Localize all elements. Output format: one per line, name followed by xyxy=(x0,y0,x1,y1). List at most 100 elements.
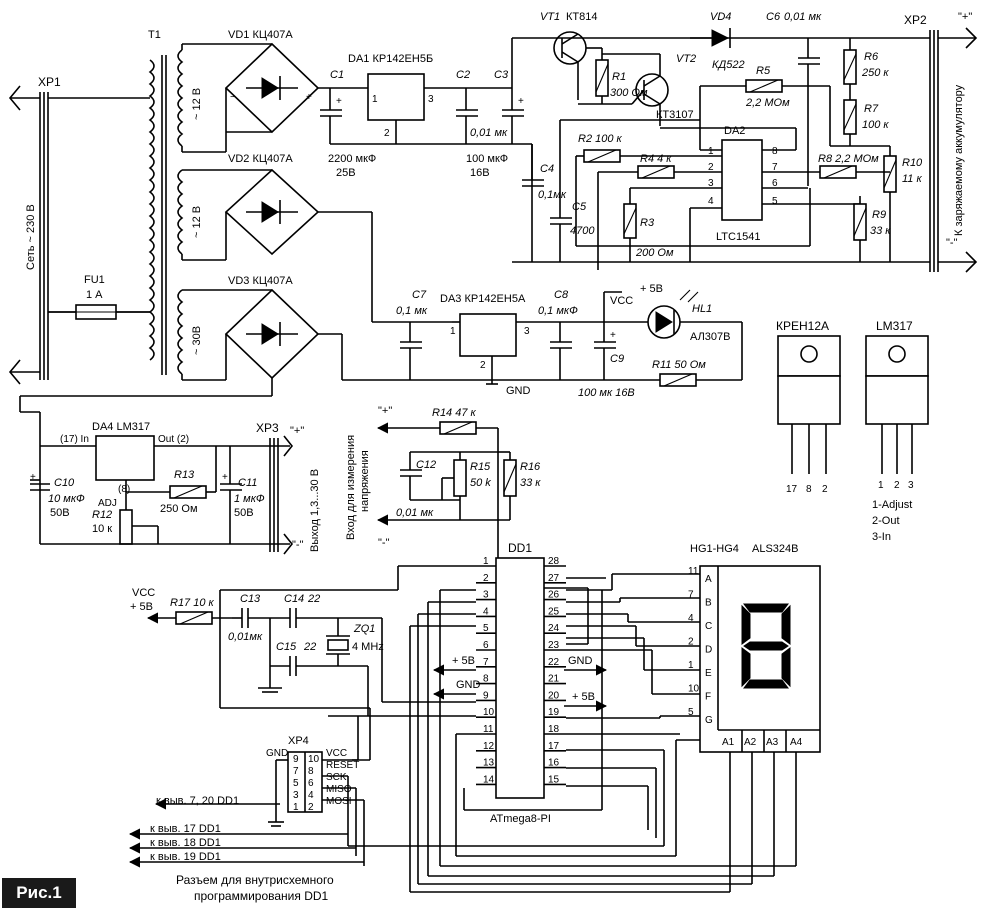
vd2-label: VD2 КЦ407А xyxy=(228,153,293,165)
r8-label: R8 2,2 МОм xyxy=(818,153,879,165)
display-ref: HG1-HG4 xyxy=(690,543,739,555)
da3-label: DA3 КР142ЕН5А xyxy=(440,293,526,305)
c3-value: 100 мкФ xyxy=(466,153,508,165)
svg-text:17: 17 xyxy=(786,484,798,495)
svg-text:3: 3 xyxy=(524,326,530,337)
c12-value: 0,01 мк xyxy=(396,507,434,519)
svg-text:8: 8 xyxy=(772,146,778,157)
svg-text:+: + xyxy=(222,472,228,483)
dd1-pin-2: 2 xyxy=(483,573,489,584)
segment-b: B xyxy=(705,598,712,609)
xp4-pin-7: 7 xyxy=(293,766,299,777)
svg-text:3: 3 xyxy=(708,178,714,189)
svg-text:5: 5 xyxy=(772,196,778,207)
isp-to-19: к выв. 19 DD1 xyxy=(150,851,221,863)
meas-plus: "+" xyxy=(378,405,392,417)
package-kren12a: КРЕН12А 17 8 2 xyxy=(776,319,841,495)
lm317-title: LM317 xyxy=(876,319,913,333)
dd1-pin-5: 5 xyxy=(483,623,489,634)
dd1-p20-label: + 5В xyxy=(572,691,595,703)
r13-label: R13 xyxy=(174,469,195,481)
svg-text:+: + xyxy=(306,92,312,103)
vd3-label: VD3 КЦ407А xyxy=(228,275,293,287)
dd1-pin-21: 21 xyxy=(548,674,560,685)
anode-a3: A3 xyxy=(766,737,779,748)
c11-value: 1 мкФ xyxy=(234,493,265,505)
c12-label: C12 xyxy=(416,459,436,471)
isp-to-18: к выв. 18 DD1 xyxy=(150,837,221,849)
c3-label: C3 xyxy=(494,69,509,81)
meas-text-1: Вход для измерения xyxy=(345,435,357,540)
isp-reset: RESET xyxy=(326,760,359,771)
dd1-label: DD1 xyxy=(508,541,532,555)
svg-text:7: 7 xyxy=(772,162,778,173)
svg-text:2: 2 xyxy=(708,162,714,173)
segment-pin-d: 2 xyxy=(688,637,694,648)
dd1-left-gnd: GND xyxy=(456,679,481,691)
xp4-label: XP4 xyxy=(288,735,309,747)
vcc-label-2: VCC xyxy=(132,587,155,599)
r7-value: 100 к xyxy=(862,119,889,131)
hl1-type: АЛ307В xyxy=(690,331,731,343)
r7-label: R7 xyxy=(864,103,879,115)
isp-gnd: GND xyxy=(266,748,288,759)
xp1-mains-connector: XP1 Сеть ~ 230 В xyxy=(8,75,150,385)
c14-value: 22 xyxy=(307,593,320,605)
dd1-pin-10: 10 xyxy=(483,707,495,718)
isp-caption-2: программирования DD1 xyxy=(194,889,329,903)
vd1-bridge: VD1 КЦ407А − + xyxy=(224,29,368,152)
segment-d: D xyxy=(705,645,712,656)
svg-text:1: 1 xyxy=(708,146,714,157)
segment-pin-b: 7 xyxy=(688,590,694,601)
c2-label: C2 xyxy=(456,69,470,81)
r9-value: 33 к xyxy=(870,225,891,237)
xp3-text: Выход 1,3...30 В xyxy=(309,469,321,552)
dd1-pin-9: 9 xyxy=(483,690,489,701)
svg-text:+: + xyxy=(30,472,36,483)
r4-label: R4 4 к xyxy=(640,153,672,165)
c13-label: C13 xyxy=(240,593,261,605)
svg-text:+: + xyxy=(610,330,616,341)
svg-text:+: + xyxy=(336,96,342,107)
seven-seg-digit xyxy=(741,603,791,689)
display-name: ALS324B xyxy=(752,543,798,555)
dd1-pin-18: 18 xyxy=(548,724,560,735)
xp2-text: К заряжаемому аккумулятору xyxy=(953,84,965,236)
segment-g: G xyxy=(705,715,713,726)
dd1-pin-26: 26 xyxy=(548,590,560,601)
svg-text:2: 2 xyxy=(480,360,486,371)
isp-to-7-20: к выв. 7, 20 DD1 xyxy=(156,795,239,807)
figure-label: Рис.1 xyxy=(2,878,76,908)
c8-label: C8 xyxy=(554,289,569,301)
clock-section: VCC + 5В R17 10 к C13 0,01мк C14 22 C15 … xyxy=(130,587,476,716)
svg-text:3: 3 xyxy=(908,480,914,491)
dd1-pin-17: 17 xyxy=(548,741,560,752)
lm317-legend-2: 2-Out xyxy=(872,515,900,527)
svg-text:2: 2 xyxy=(894,480,900,491)
vd4-label: VD4 xyxy=(710,11,731,23)
r5-label: R5 xyxy=(756,65,771,77)
plus5-label-1: + 5В xyxy=(640,283,663,295)
xp4-pin-8: 8 xyxy=(308,766,314,777)
xp3-minus: "-" xyxy=(292,539,304,551)
r3-value: 200 Ом xyxy=(635,247,674,259)
anode-a2: A2 xyxy=(744,737,757,748)
t1-w1-voltage: ~ 12 В xyxy=(191,88,203,120)
plus5-label-2: + 5В xyxy=(130,601,153,613)
dd1-pin-8: 8 xyxy=(483,674,489,685)
lm317-legend-3: 3-In xyxy=(872,531,891,543)
r3-label: R3 xyxy=(640,217,655,229)
kren-title: КРЕН12А xyxy=(776,319,829,333)
c4-value: 0,1мк xyxy=(538,189,567,201)
dd1-pin-11: 11 xyxy=(483,724,494,735)
vcc-label-1: VCC xyxy=(610,295,633,307)
t1-label: T1 xyxy=(148,29,161,41)
da4-out: Out (2) xyxy=(158,434,189,445)
c8-value: 0,1 мкФ xyxy=(538,305,578,317)
r6-value: 250 к xyxy=(861,67,889,79)
c5-value: 4700 xyxy=(570,225,595,237)
c10-value: 10 мкФ xyxy=(48,493,85,505)
xp3-plus: "+" xyxy=(290,425,304,437)
segment-c: C xyxy=(705,621,712,632)
